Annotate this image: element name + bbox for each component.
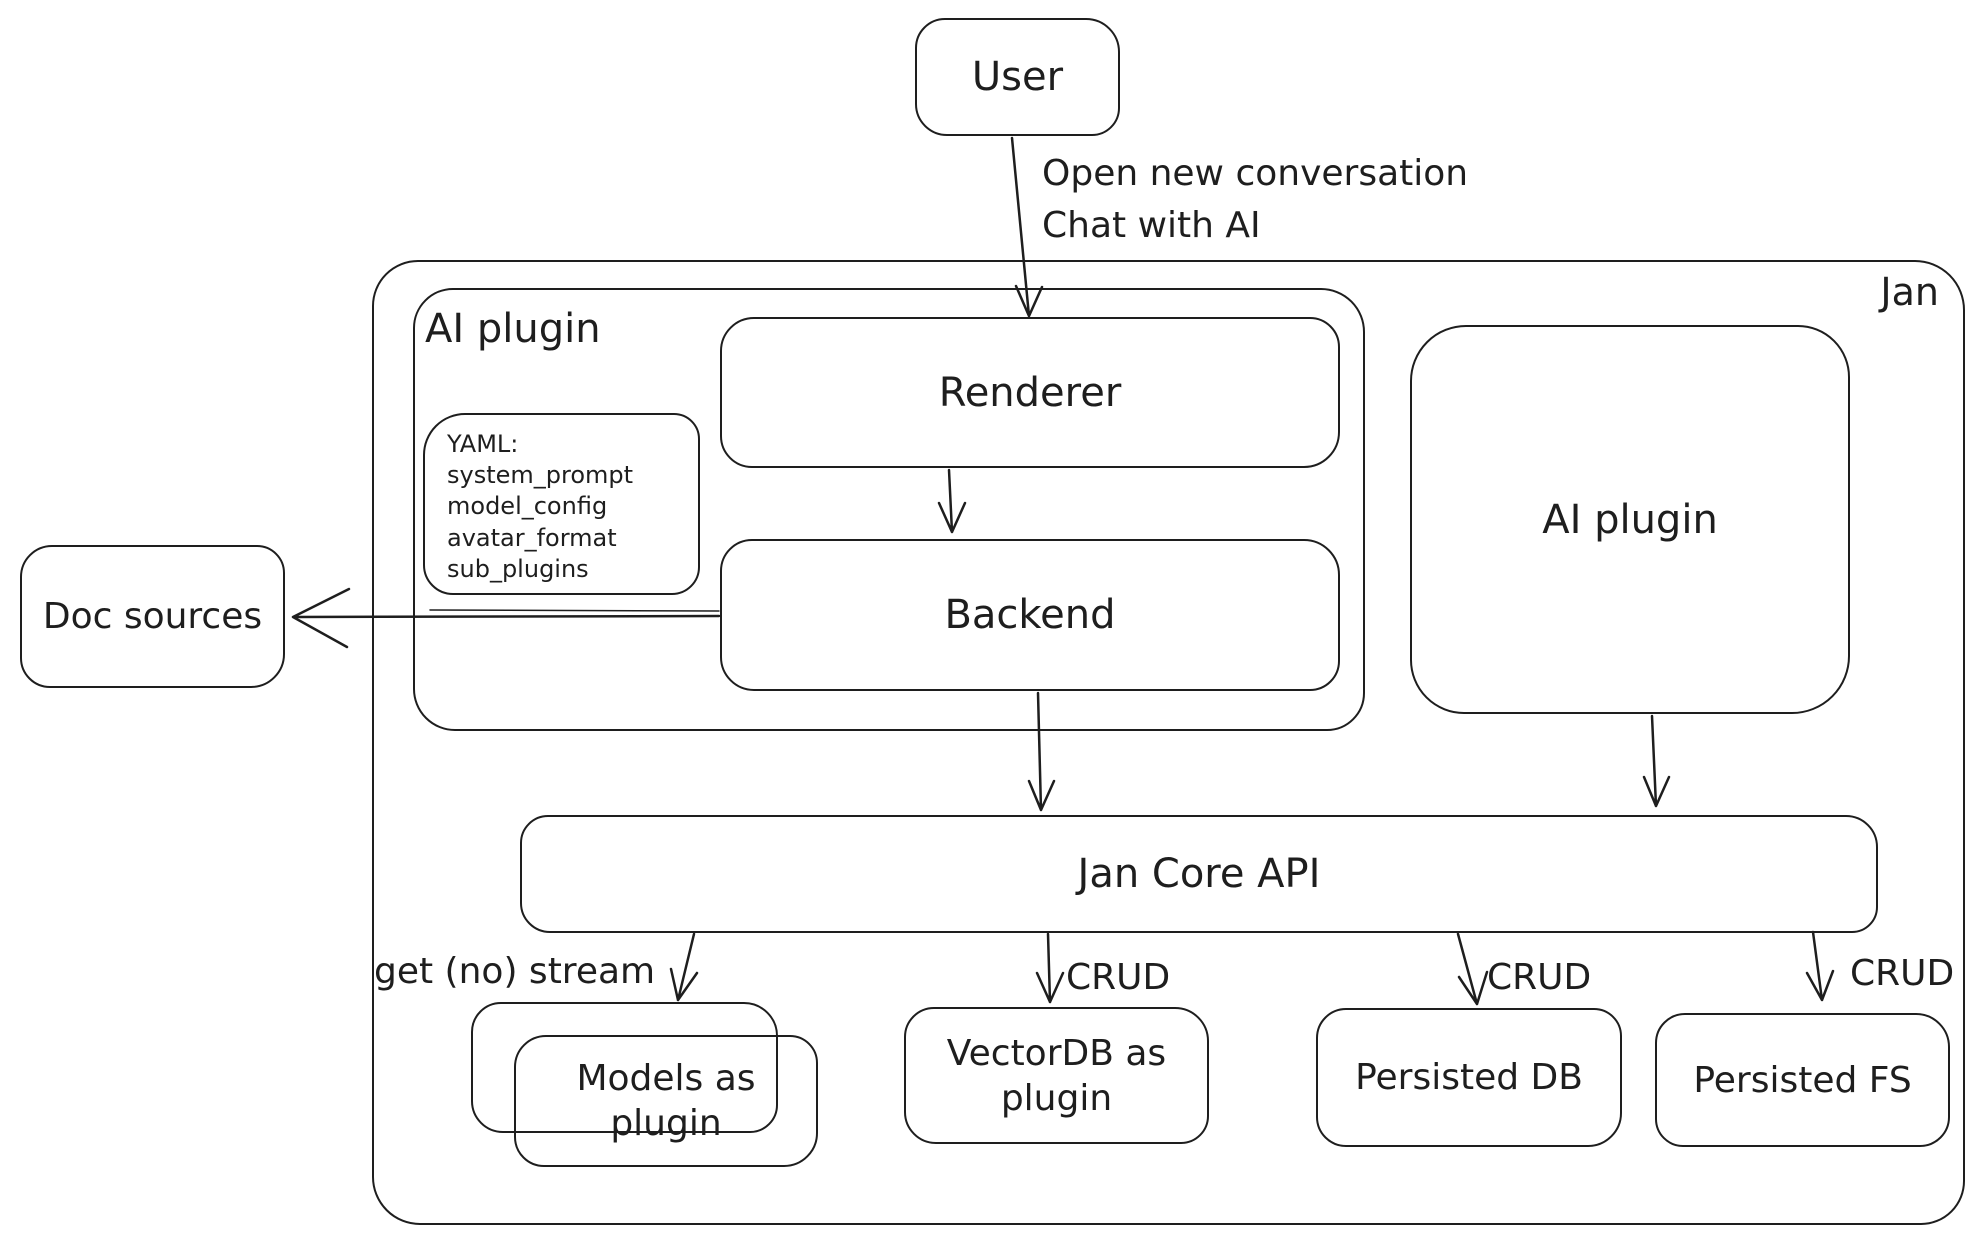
node-renderer: Renderer (720, 317, 1340, 468)
node-jan-label: Jan (1880, 270, 1939, 314)
node-doc-sources: Doc sources (20, 545, 285, 688)
yaml-line: avatar_format (447, 523, 617, 552)
edge-label-crud-vectordb: CRUD (1066, 957, 1171, 998)
yaml-note-text: YAML: system_prompt model_config avatar_… (447, 429, 633, 585)
node-ai-plugin-right-label: AI plugin (1542, 496, 1718, 543)
node-jan-core-api-label: Jan Core API (1077, 851, 1321, 897)
node-vectordb-plugin: VectorDB as plugin (904, 1007, 1209, 1144)
yaml-line: system_prompt (447, 461, 634, 490)
edge-label-get-no-stream: get (no) stream (374, 951, 656, 992)
node-yaml-note: YAML: system_prompt model_config avatar_… (423, 413, 700, 595)
node-models-plugin: Models as plugin (514, 1035, 818, 1167)
node-persisted-fs: Persisted FS (1655, 1013, 1950, 1147)
node-ai-plugin-right: AI plugin (1410, 325, 1850, 714)
yaml-line: sub_plugins (447, 554, 589, 583)
node-models-plugin-label: Models as plugin (576, 1058, 756, 1144)
node-jan-container: Jan (372, 260, 1965, 1225)
node-ai-plugin-container-label: AI plugin (425, 306, 601, 352)
node-persisted-db-label: Persisted DB (1355, 1057, 1583, 1098)
node-jan-core-api: Jan Core API (520, 815, 1878, 933)
yaml-line: YAML: (447, 430, 519, 458)
node-user-label: User (971, 54, 1064, 100)
node-user: User (915, 18, 1120, 136)
node-backend-label: Backend (944, 592, 1116, 638)
node-persisted-db: Persisted DB (1316, 1008, 1622, 1147)
node-models-plugin-back (471, 1002, 778, 1133)
edge-label-open-conversation: Open new conversation Chat with AI (1042, 153, 1469, 247)
node-persisted-fs-label: Persisted FS (1693, 1059, 1912, 1101)
node-vectordb-plugin-label: VectorDB as plugin (946, 1032, 1167, 1119)
node-renderer-label: Renderer (938, 369, 1122, 416)
edge-label-crud-persisted-db: CRUD (1487, 957, 1592, 998)
yaml-line: model_config (447, 492, 608, 521)
node-doc-sources-label: Doc sources (42, 596, 263, 637)
node-ai-plugin-container: AI plugin (413, 288, 1365, 731)
node-backend: Backend (720, 539, 1340, 691)
edge-label-crud-persisted-fs: CRUD (1850, 953, 1955, 994)
